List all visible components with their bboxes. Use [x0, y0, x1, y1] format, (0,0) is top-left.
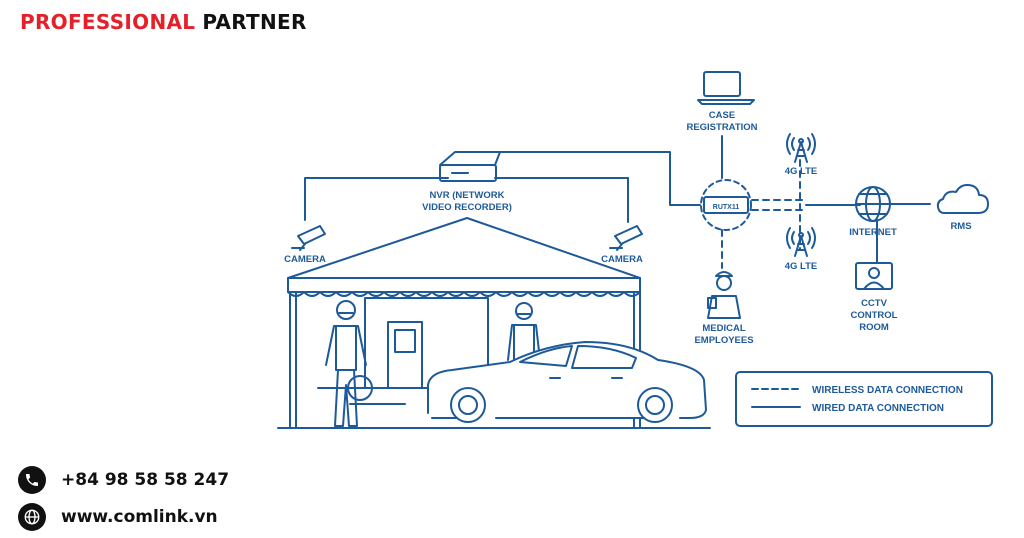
legend-wired: WIRED DATA CONNECTION: [812, 403, 944, 414]
camera-left-icon: [291, 225, 326, 251]
wireless-connections: [721, 159, 807, 269]
medical-employee-icon: [707, 271, 741, 319]
label-case-2: REGISTRATION: [686, 122, 757, 133]
person-right-icon: [507, 302, 541, 371]
label-case-1: CASE: [709, 110, 735, 121]
label-lte-top: 4G LTE: [785, 166, 818, 177]
phone-icon: [18, 466, 46, 494]
label-medical-1: MEDICAL: [702, 323, 745, 334]
lte-tower-top-icon: [786, 133, 816, 163]
lte-tower-bottom-icon: [786, 227, 816, 257]
nvr-icon: [439, 151, 501, 182]
person-left-icon: [325, 300, 367, 427]
legend-wireless: WIRELESS DATA CONNECTION: [812, 385, 963, 396]
label-internet: INTERNET: [849, 227, 897, 238]
router-icon: [700, 179, 752, 231]
control-room-icon: [855, 262, 893, 290]
label-cctv-3: ROOM: [859, 322, 889, 333]
label-camera-left: CAMERA: [284, 254, 326, 265]
brand-part1: PROFESSIONAL: [20, 10, 196, 34]
contact-phone: +84 98 58 58 247: [18, 466, 229, 494]
label-cctv-1: CCTV: [861, 298, 888, 309]
label-camera-right: CAMERA: [601, 254, 643, 265]
laptop-icon: [697, 71, 755, 105]
car-icon: [427, 341, 707, 423]
label-cctv-2: CONTROL: [851, 310, 898, 321]
globe-icon: [855, 186, 891, 222]
brand-part2: PARTNER: [202, 10, 307, 34]
globe-icon: [18, 503, 46, 531]
legend: [735, 371, 993, 427]
camera-right-icon: [609, 225, 643, 251]
cloud-icon: [936, 184, 989, 214]
label-rms: RMS: [950, 221, 971, 232]
label-medical-2: EMPLOYEES: [694, 335, 753, 346]
contact-website: www.comlink.vn: [18, 503, 218, 531]
website-link[interactable]: www.comlink.vn: [61, 507, 218, 527]
label-lte-bottom: 4G LTE: [785, 261, 818, 272]
phone-number: +84 98 58 58 247: [61, 470, 230, 490]
label-nvr-2: VIDEO RECORDER): [422, 202, 512, 213]
label-router: RUTX11: [713, 204, 740, 211]
label-nvr-1: NVR (NETWORK: [430, 190, 505, 201]
wired-connections: [304, 135, 931, 263]
